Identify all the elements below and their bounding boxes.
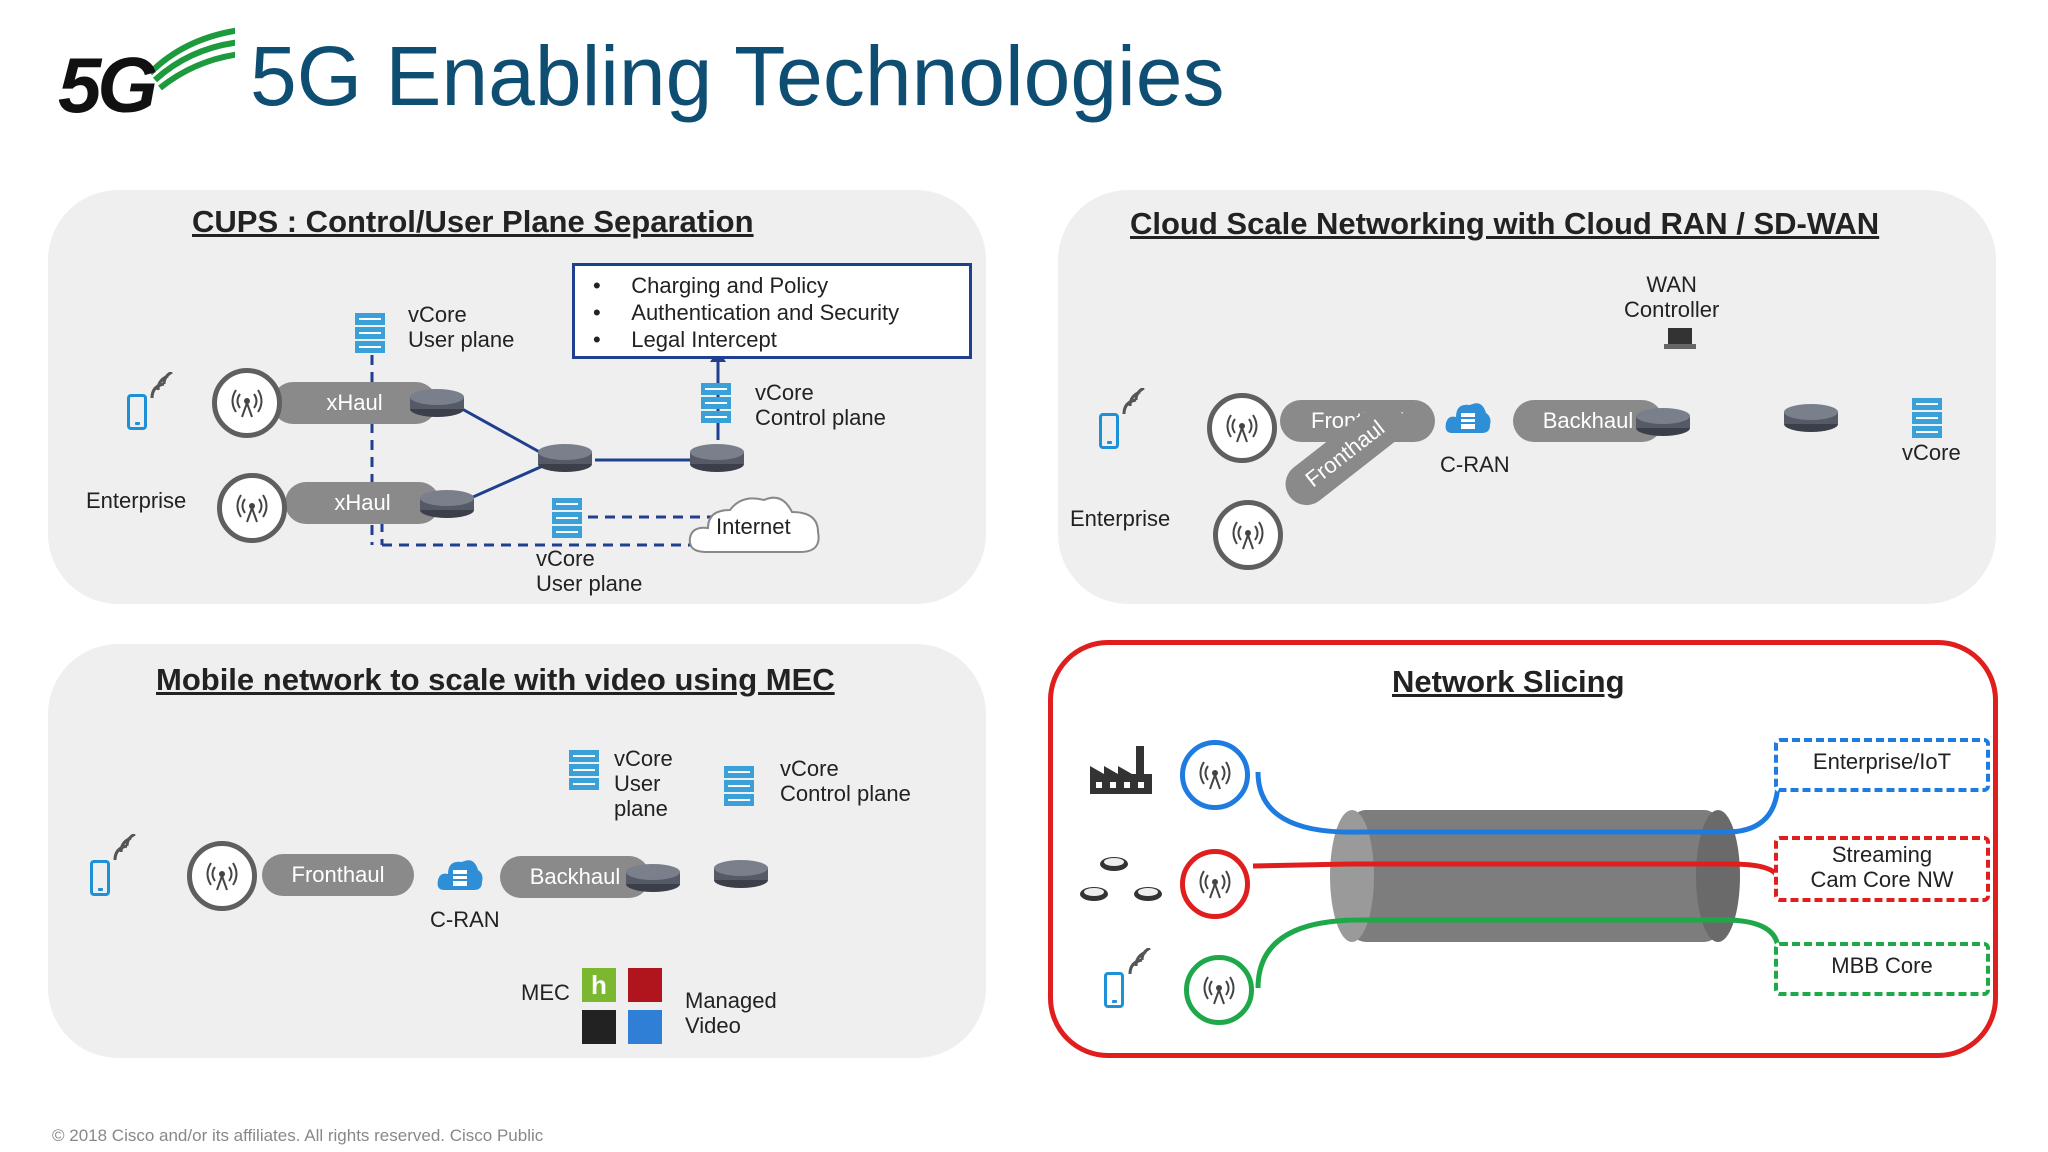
router-icon <box>410 389 464 417</box>
signal-arcs-icon <box>147 27 241 91</box>
antenna-icon <box>217 473 287 543</box>
mec-label: MEC <box>521 980 570 1005</box>
cups-title: CUPS : Control/User Plane Separation <box>192 204 754 239</box>
mec-title: Mobile network to scale with video using… <box>156 662 835 697</box>
phone-icon <box>90 860 110 896</box>
laptop-icon <box>1664 328 1696 349</box>
cups-panel <box>48 190 986 604</box>
xhaul-link-2: xHaul <box>285 482 440 524</box>
xhaul-link-1: xHaul <box>272 382 437 424</box>
phone-icon <box>127 394 147 430</box>
antenna-icon-red <box>1180 849 1250 919</box>
app-tile-h-icon: h <box>582 968 616 1002</box>
antenna-icon-blue <box>1180 740 1250 810</box>
server-icon <box>569 750 599 790</box>
router-icon <box>714 860 768 888</box>
internet-cloud-icon <box>688 496 820 553</box>
router-icon <box>626 864 680 892</box>
router-icon <box>1784 404 1838 432</box>
wifi-signal-icon <box>1122 388 1145 415</box>
logo-text: 5G <box>58 41 158 129</box>
server-icon <box>355 313 385 353</box>
function-item: • Authentication and Security <box>593 300 900 325</box>
cloud-title: Cloud Scale Networking with Cloud RAN / … <box>1130 206 1880 241</box>
router-icon <box>420 490 474 518</box>
wifi-signal-icon <box>113 834 136 861</box>
slicing-title: Network Slicing <box>1392 664 1625 699</box>
app-tile-red-icon <box>628 968 662 1002</box>
5g-logo <box>55 18 241 128</box>
wifi-signal-icon <box>150 372 173 399</box>
cran-cloud-icon <box>1445 403 1491 433</box>
cran-label: C-RAN <box>1440 452 1510 477</box>
phone-icon <box>1099 413 1119 449</box>
backhaul-link: Backhaul <box>500 856 650 898</box>
functions-box: • Charging and Policy • Authentication a… <box>572 263 972 359</box>
cameras-icon <box>1080 857 1162 901</box>
enterprise-label: Enterprise <box>1070 506 1171 531</box>
function-item: • Charging and Policy <box>593 273 829 298</box>
phone-icon <box>1104 972 1124 1008</box>
slice-enterprise-iot: Enterprise/IoT <box>1774 738 1990 792</box>
antenna-icon <box>212 368 282 438</box>
wifi-signal-icon <box>1128 948 1151 975</box>
app-tile-hbo-icon <box>582 1010 616 1044</box>
antenna-icon-green <box>1184 955 1254 1025</box>
cran-cloud-icon <box>437 860 483 890</box>
enterprise-label: Enterprise <box>86 488 187 513</box>
app-tile-cart-icon <box>628 1010 662 1044</box>
antenna-icon <box>187 841 257 911</box>
vcore-label: vCore <box>1902 440 1961 465</box>
factory-icon <box>1090 746 1152 794</box>
antenna-icon <box>1213 500 1283 570</box>
router-icon <box>538 444 592 472</box>
fronthaul-link: Fronthaul <box>262 854 414 896</box>
video-app-icons: h <box>582 968 666 1046</box>
router-icon <box>1636 408 1690 436</box>
server-icon <box>1912 398 1942 438</box>
server-icon <box>724 766 754 806</box>
server-icon <box>552 498 582 538</box>
slice-mbb-core: MBB Core <box>1774 942 1990 996</box>
server-icon <box>701 383 731 423</box>
antenna-icon <box>1207 393 1277 463</box>
function-item: • Legal Intercept <box>593 327 777 352</box>
router-icon <box>690 444 744 472</box>
footer-copyright: © 2018 Cisco and/or its affiliates. All … <box>52 1126 544 1145</box>
page-title: 5G Enabling Technologies <box>250 29 1225 123</box>
cran-label: C-RAN <box>430 907 500 932</box>
internet-label: Internet <box>716 514 791 539</box>
